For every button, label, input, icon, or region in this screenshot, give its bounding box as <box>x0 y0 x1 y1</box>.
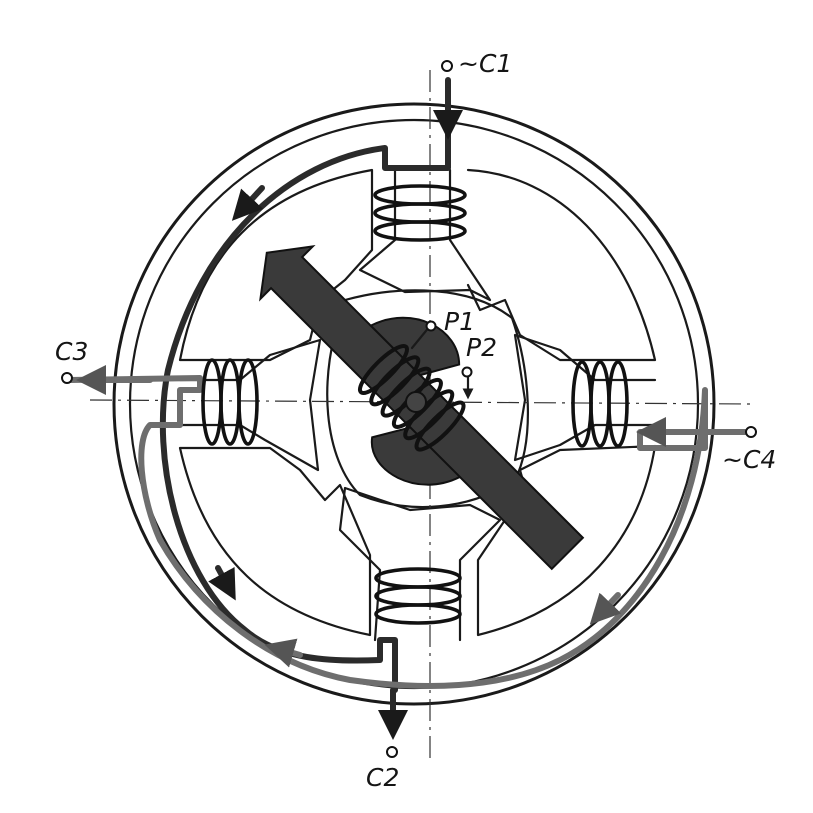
rotor-pole-upper <box>369 316 461 377</box>
stator-yoke-contour <box>178 168 657 637</box>
coil-right <box>571 360 629 448</box>
pole-left <box>178 338 322 472</box>
label-p1: P1 <box>444 307 475 336</box>
stator-outer-ring <box>112 102 716 706</box>
terminal-p2 <box>461 366 473 378</box>
coil-top <box>373 184 467 242</box>
label-c3: C3 <box>55 337 88 366</box>
pole-bottom <box>338 486 502 642</box>
flux-path-left-arrow-top <box>231 185 265 221</box>
flux-path-right <box>67 375 748 689</box>
flux-path-arrow-right <box>589 592 622 625</box>
terminal-p1 <box>425 320 437 332</box>
coil-left <box>201 358 259 446</box>
flux-path-arrow-bottom <box>264 638 303 668</box>
rotor-pole-lower <box>371 426 462 486</box>
label-c1: ~C1 <box>458 49 512 78</box>
flux-path-left-arrow-bottom <box>208 565 236 601</box>
coil-bottom <box>374 567 462 625</box>
rotor <box>259 245 585 571</box>
terminal-c4 <box>745 426 757 438</box>
label-p2: P2 <box>466 333 497 362</box>
label-c2: C2 <box>366 763 399 792</box>
flux-path-left <box>159 77 451 693</box>
pole-right <box>513 333 657 462</box>
terminal-c3 <box>61 372 73 384</box>
label-c4: ~C4 <box>722 445 776 474</box>
rotor-shaft <box>405 391 427 413</box>
pole-top <box>358 168 492 302</box>
terminal-c1 <box>441 60 453 72</box>
terminal-c2 <box>386 746 398 758</box>
